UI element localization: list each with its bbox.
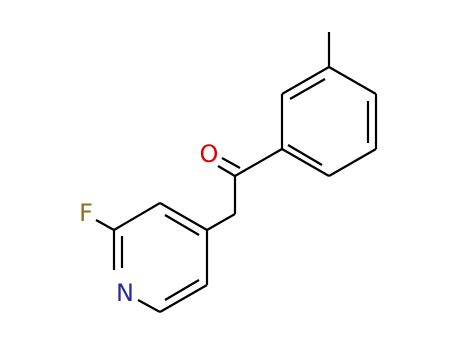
carbonyl-group: O <box>200 140 283 177</box>
bond <box>206 213 236 231</box>
aromatic-inner-bond <box>164 279 200 301</box>
bond <box>281 148 330 177</box>
bond <box>137 299 161 313</box>
aromatic-inner-bond <box>289 78 326 100</box>
aromatic-inner-bond <box>287 144 323 166</box>
aromatic-inner-bond <box>164 214 200 236</box>
bond <box>328 148 377 177</box>
bond <box>328 66 377 95</box>
nitrogen-atom-label: N <box>116 279 134 307</box>
bond <box>159 202 208 231</box>
bond <box>234 148 283 177</box>
bond <box>159 284 208 313</box>
bond <box>281 66 330 95</box>
fluorine-atom-label: F <box>79 199 93 227</box>
carbonyl-double-bond <box>217 165 236 177</box>
tolyl-ring <box>280 66 378 177</box>
carbonyl-double-bond <box>221 157 241 169</box>
pyridine-ring <box>112 202 209 313</box>
bond <box>113 202 161 231</box>
fluorine-bond <box>95 219 115 231</box>
oxygen-atom-label: O <box>200 140 219 168</box>
